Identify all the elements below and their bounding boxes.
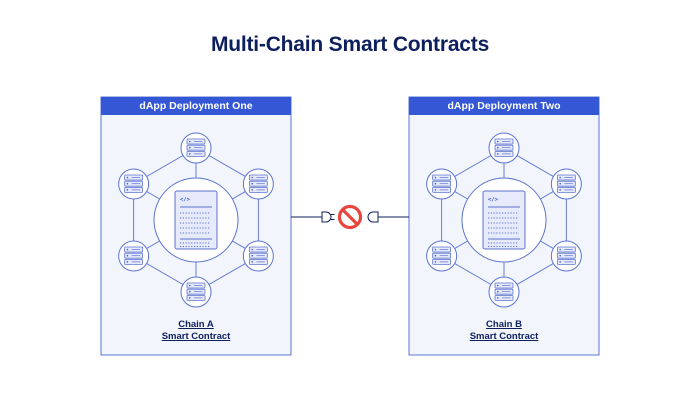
server-led	[497, 284, 499, 287]
server-led	[434, 189, 437, 191]
server-rack-icon	[494, 282, 514, 301]
code-symbol: </>	[180, 197, 191, 203]
server-led	[189, 284, 191, 287]
contract-sheet	[174, 190, 218, 250]
server-led	[126, 261, 129, 263]
server-rack-icon	[556, 174, 576, 193]
server-led	[126, 176, 129, 179]
server-rack-icon	[186, 138, 206, 157]
server-led	[189, 153, 191, 155]
panel-header-one: dApp Deployment One	[101, 97, 291, 115]
server-led	[189, 297, 191, 299]
server-led	[497, 290, 499, 293]
server-node	[242, 168, 274, 200]
server-led	[126, 248, 129, 251]
panel-caption-two: Chain B Smart Contract	[409, 319, 599, 343]
plug-right-icon	[367, 211, 379, 223]
no-entry-icon	[337, 204, 363, 230]
server-led	[497, 140, 499, 143]
contract-sheet	[482, 190, 526, 250]
server-led	[126, 189, 129, 191]
contract-label: Smart Contract	[469, 331, 539, 342]
server-led	[497, 146, 499, 149]
server-led	[497, 153, 499, 155]
server-node	[550, 240, 582, 272]
server-led	[126, 254, 129, 257]
code-symbol: </>	[488, 197, 499, 203]
server-node	[242, 240, 274, 272]
server-led	[434, 176, 437, 179]
server-rack-icon	[432, 174, 452, 193]
server-rack-icon	[248, 174, 268, 193]
smart-contract-icon: </>	[482, 190, 526, 250]
server-rack-icon	[124, 246, 144, 265]
server-led	[559, 261, 561, 263]
server-rack-icon	[556, 246, 576, 265]
server-led	[559, 254, 561, 257]
server-led	[251, 248, 253, 251]
server-rack-icon	[494, 138, 514, 157]
cross-chain-connection	[291, 204, 409, 230]
server-node	[550, 168, 582, 200]
server-led	[497, 297, 499, 299]
server-node	[118, 240, 150, 272]
server-led	[559, 176, 561, 179]
server-node	[180, 132, 212, 164]
server-node	[488, 276, 520, 308]
chain-label: Chain B	[486, 319, 522, 330]
chain-label: Chain A	[178, 319, 214, 330]
server-led	[251, 261, 253, 263]
server-rack-icon	[248, 246, 268, 265]
server-node	[180, 276, 212, 308]
server-led	[251, 182, 253, 185]
server-led	[251, 254, 253, 257]
plug-body	[321, 211, 332, 223]
server-led	[559, 182, 561, 185]
server-node	[426, 168, 458, 200]
server-led	[434, 248, 437, 251]
socket-body	[367, 211, 379, 223]
no-entry-slash	[341, 208, 359, 226]
server-led	[434, 261, 437, 263]
server-led	[434, 182, 437, 185]
diagram-title: Multi-Chain Smart Contracts	[210, 33, 490, 56]
panel-deployment-two: </>	[408, 96, 600, 356]
server-rack-icon	[432, 246, 452, 265]
server-rack-icon	[186, 282, 206, 301]
server-led	[251, 176, 253, 179]
server-led	[126, 182, 129, 185]
server-node	[488, 132, 520, 164]
server-node	[118, 168, 150, 200]
server-rack-icon	[124, 174, 144, 193]
server-led	[251, 189, 253, 191]
server-led	[434, 254, 437, 257]
smart-contract-icon: </>	[174, 190, 218, 250]
panel-deployment-one: </>	[100, 96, 292, 356]
server-led	[189, 140, 191, 143]
server-led	[189, 146, 191, 149]
plug-left-icon	[321, 211, 335, 223]
server-node	[426, 240, 458, 272]
server-led	[559, 248, 561, 251]
panel-header-two: dApp Deployment Two	[409, 97, 599, 115]
contract-label: Smart Contract	[161, 331, 231, 342]
panel-caption-one: Chain A Smart Contract	[101, 319, 291, 343]
server-led	[189, 290, 191, 293]
server-led	[559, 189, 561, 191]
